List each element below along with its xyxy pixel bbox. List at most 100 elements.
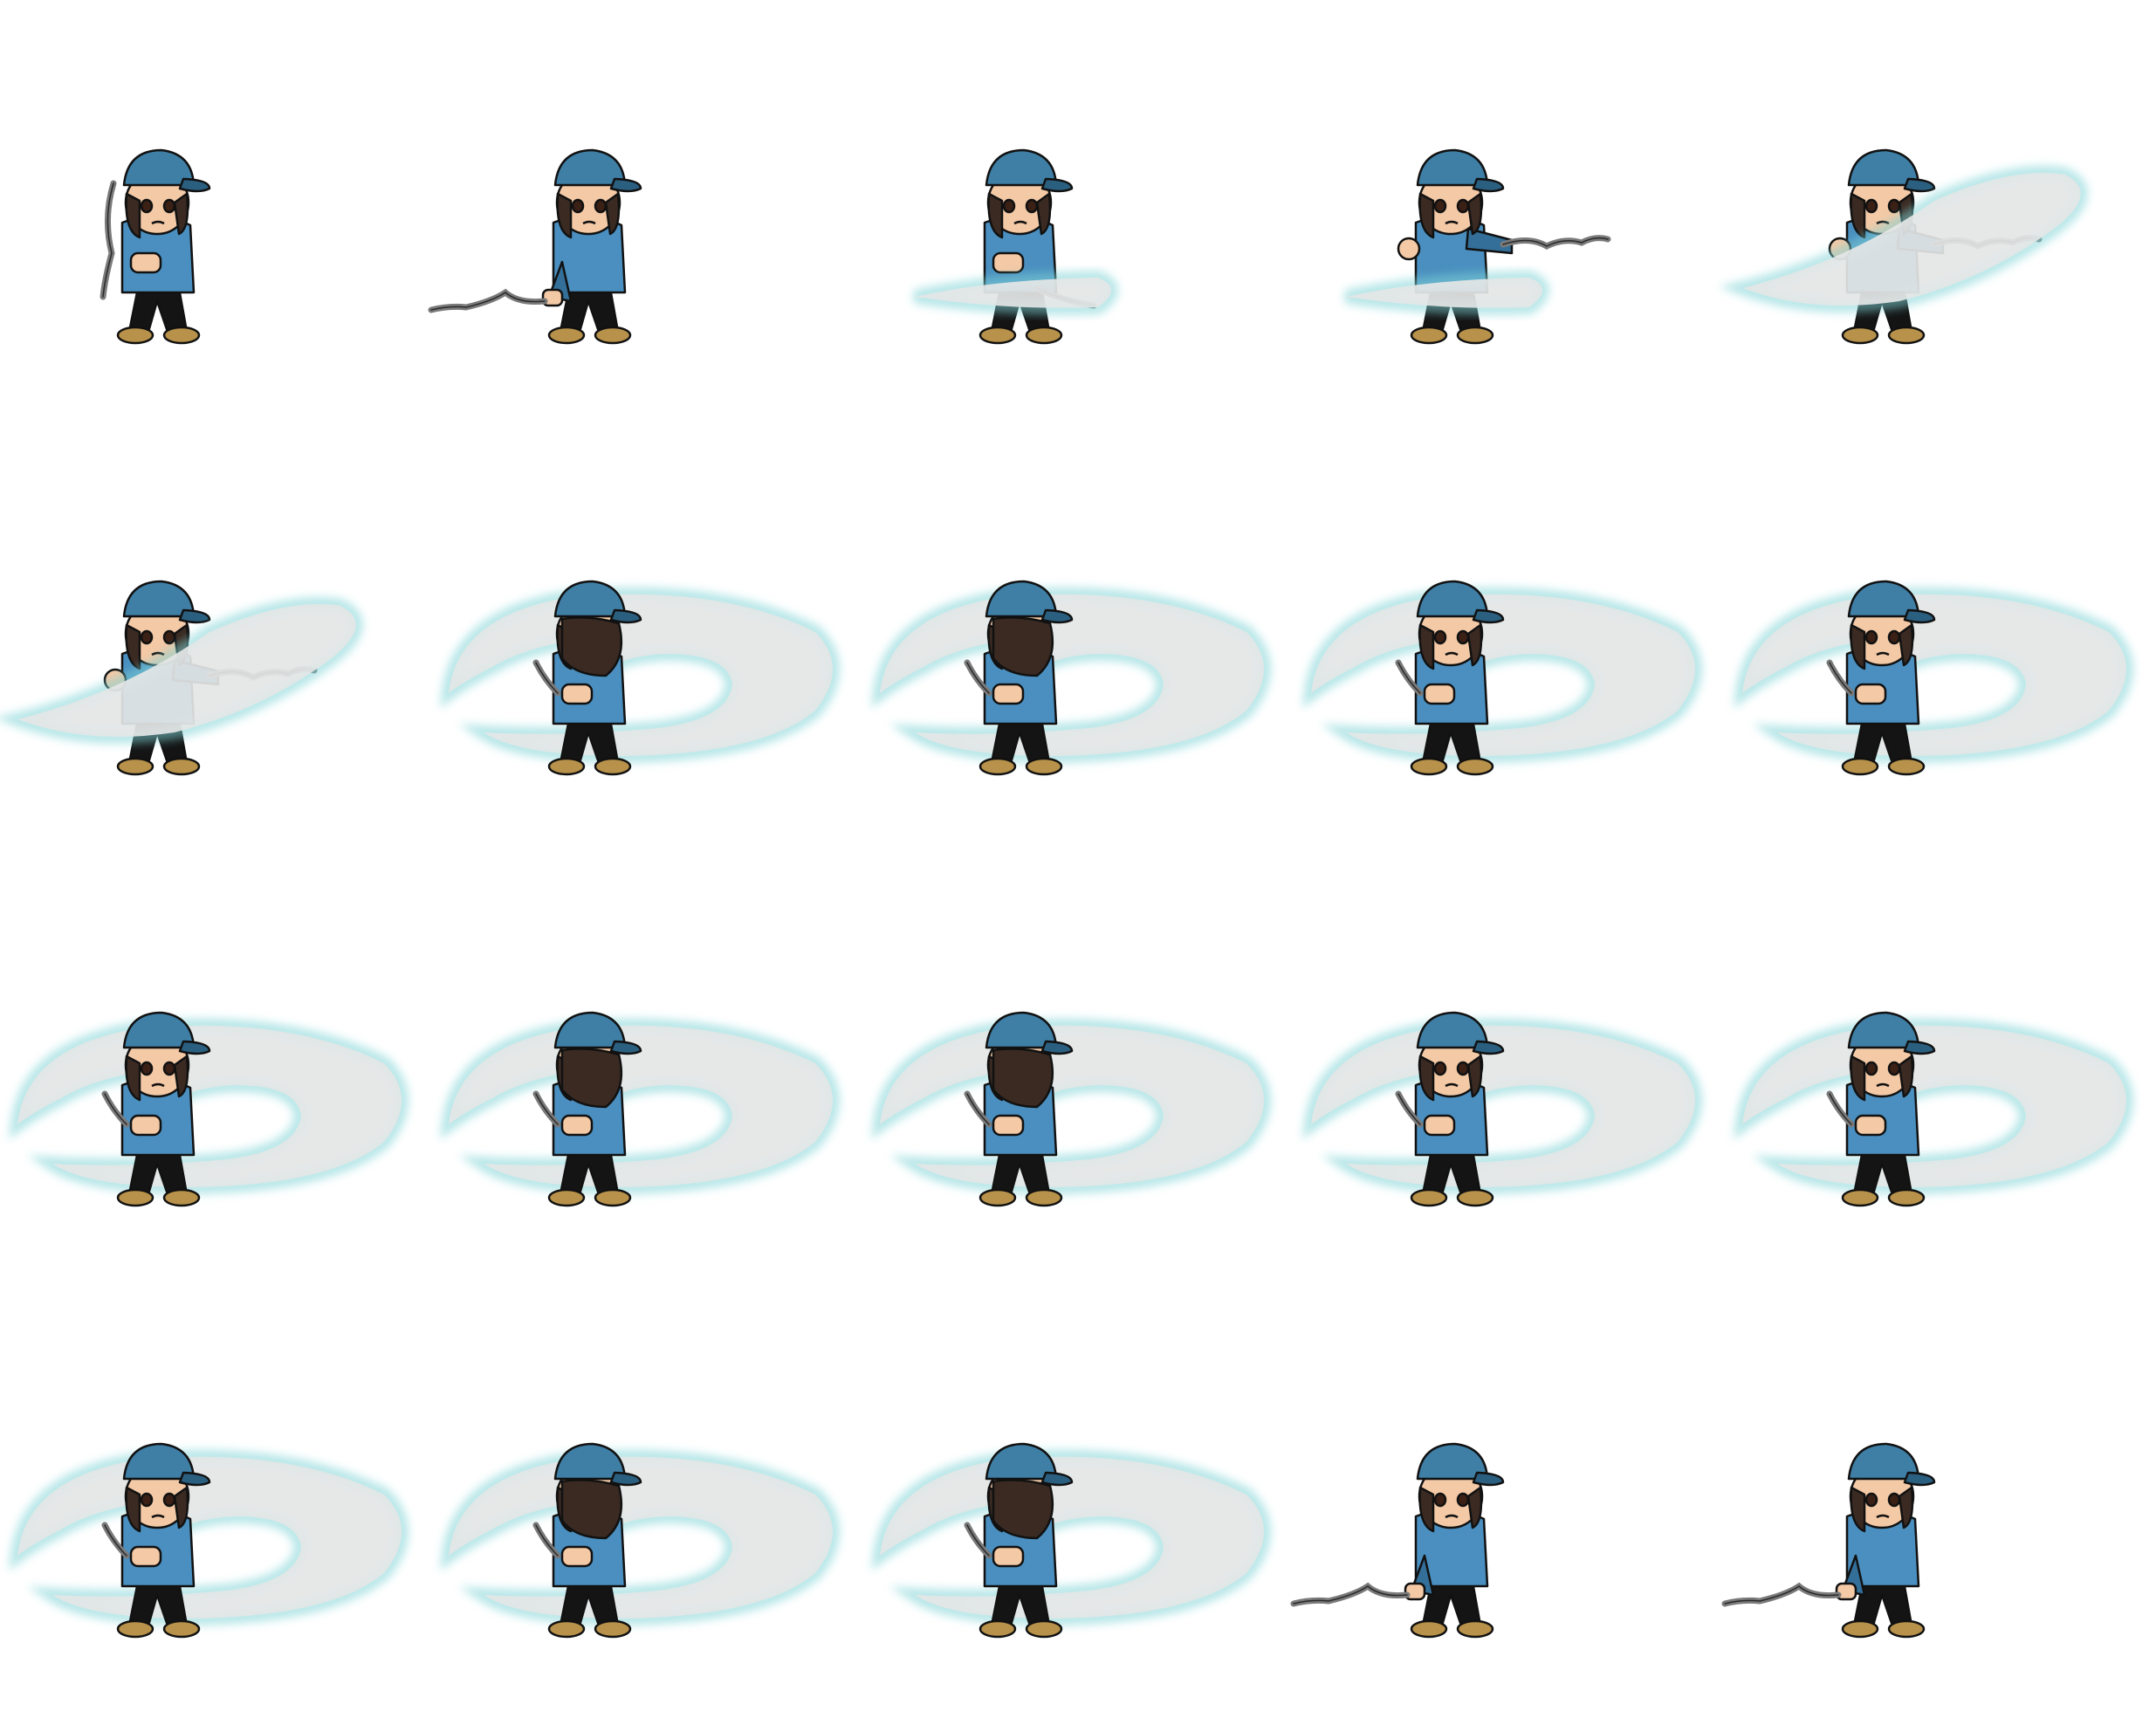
mouth (1013, 220, 1027, 225)
mouth (151, 1082, 165, 1088)
hair-left (1850, 1486, 1866, 1533)
cap (1847, 1011, 1920, 1049)
hands (1835, 1582, 1857, 1601)
right-shoe (1456, 1619, 1494, 1639)
hair-right (1898, 623, 1914, 667)
hair-left (1850, 623, 1866, 670)
animation-frame (431, 862, 862, 1294)
left-eye (1864, 198, 1878, 214)
cap-brim (1903, 1471, 1936, 1487)
cap (1416, 1442, 1489, 1481)
cap-brim (178, 1040, 211, 1055)
hair-left (1418, 623, 1435, 670)
right-eye (594, 198, 608, 214)
hands (560, 1114, 594, 1137)
hands (1854, 1114, 1887, 1137)
hands (129, 251, 162, 274)
hair-right (1898, 1486, 1914, 1529)
left-shoe (547, 757, 586, 776)
left-eye (1864, 1492, 1878, 1508)
cap-brim (1040, 177, 1074, 193)
animation-frame (1294, 0, 1725, 431)
hair-right (1898, 1055, 1914, 1098)
cap-brim (1040, 1040, 1074, 1055)
right-eye (1887, 1492, 1901, 1508)
hands (541, 288, 564, 307)
cap-brim (609, 1471, 642, 1487)
right-shoe (1887, 757, 1926, 776)
right-shoe (594, 1619, 632, 1639)
right-shoe (1456, 757, 1494, 776)
animation-frame (431, 431, 862, 862)
left-shoe (1841, 1619, 1879, 1639)
mouth (1445, 651, 1459, 656)
left-shoe (547, 326, 586, 345)
swirl-effect (1719, 166, 2088, 313)
cap (1847, 148, 1920, 187)
left-shoe (547, 1619, 586, 1639)
hair-back (560, 1479, 623, 1540)
mouth (1445, 1514, 1459, 1519)
right-shoe (1025, 757, 1063, 776)
right-eye (1456, 1061, 1470, 1076)
right-shoe (162, 1188, 201, 1207)
cap-brim (1040, 1471, 1074, 1487)
arm-extended (1465, 227, 1514, 255)
left-shoe (1841, 326, 1879, 345)
animation-frame (862, 1294, 1294, 1725)
hands (992, 683, 1025, 705)
cap-brim (609, 608, 642, 624)
hair-back (560, 616, 623, 677)
left-eye (1864, 1061, 1878, 1076)
left-shoe (978, 1188, 1017, 1207)
hair-back (992, 1479, 1054, 1540)
frame-sprite (439, 1442, 840, 1639)
left-eye (1864, 629, 1878, 645)
cap (1847, 580, 1920, 618)
frame-sprite (428, 148, 642, 345)
character-icon (1410, 1011, 1505, 1207)
hair-right (1466, 1055, 1483, 1098)
cap (553, 148, 627, 187)
cap-brim (1040, 608, 1074, 624)
left-shoe (1410, 1619, 1448, 1639)
character-icon (547, 1442, 642, 1639)
right-eye (1456, 1492, 1470, 1508)
animation-frame (0, 431, 431, 862)
frame-sprite (913, 148, 1118, 345)
cap (1416, 148, 1489, 187)
character-icon (116, 1011, 211, 1207)
frame-sprite (439, 580, 840, 776)
animation-frame (862, 431, 1294, 862)
frame-sprite (870, 1011, 1271, 1207)
cap-brim (178, 1471, 211, 1487)
hands (1423, 1114, 1456, 1137)
left-shoe (1410, 1188, 1448, 1207)
right-shoe (1456, 326, 1494, 345)
cap (122, 1011, 196, 1049)
cap (553, 1442, 627, 1481)
hands (1404, 1582, 1426, 1601)
mouth (151, 1514, 165, 1519)
animation-frame (1725, 862, 2156, 1294)
right-shoe (1887, 326, 1926, 345)
left-eye (140, 1492, 154, 1508)
character-icon (978, 1442, 1074, 1639)
mouth (1876, 1082, 1890, 1088)
left-eye (1433, 1061, 1447, 1076)
animation-frame (428, 0, 862, 431)
animation-frame (1721, 1294, 2156, 1725)
left-eye (571, 198, 585, 214)
right-eye (1456, 629, 1470, 645)
hair-right (173, 1486, 189, 1529)
right-shoe (162, 1619, 201, 1639)
cap (122, 1442, 196, 1481)
frame-sprite (1301, 580, 1702, 776)
hair-left (1418, 1055, 1435, 1102)
left-shoe (978, 1619, 1017, 1639)
frame-sprite (8, 1011, 409, 1207)
animation-frame (862, 862, 1294, 1294)
swirl-effect (913, 270, 1118, 315)
left-eye (1002, 198, 1016, 214)
cap-brim (1472, 1471, 1505, 1487)
